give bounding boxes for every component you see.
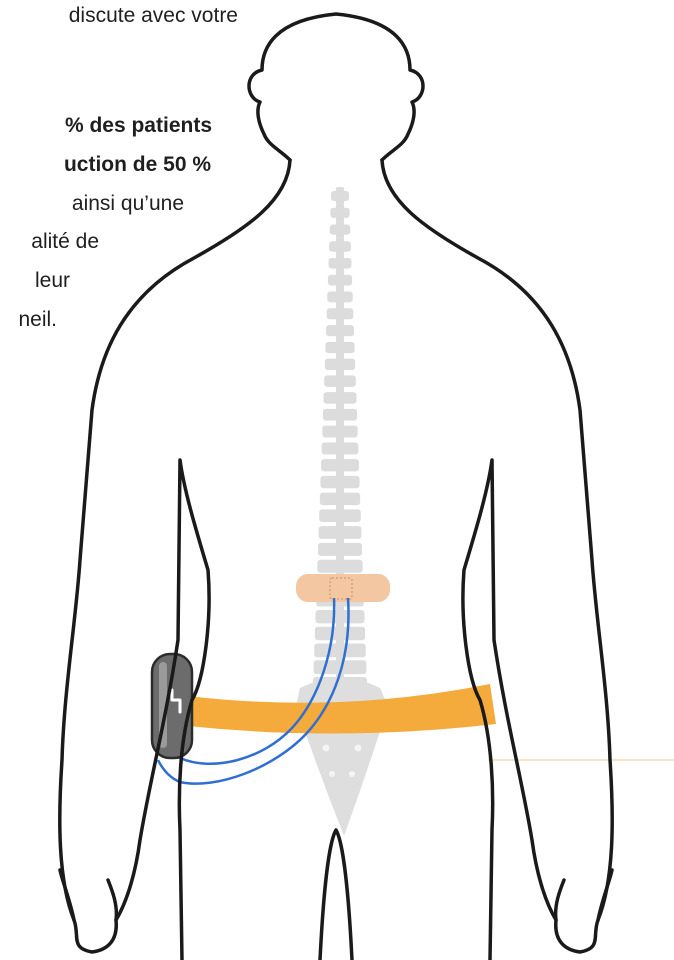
vertebra-process — [336, 371, 344, 391]
vertebra-process — [336, 288, 344, 307]
vertebra-process — [336, 338, 344, 357]
vertebra-process — [336, 237, 344, 255]
vertebra-process — [336, 304, 344, 323]
vertebra-process — [336, 355, 344, 374]
stimulation-pad — [296, 574, 390, 602]
vertebra-process — [336, 388, 344, 408]
spine — [313, 187, 367, 695]
vertebra-process — [336, 254, 344, 273]
vertebra-process — [336, 187, 344, 205]
vertebra-process — [336, 204, 344, 222]
vertebra-process — [336, 221, 344, 239]
vertebra-process — [336, 321, 344, 340]
vertebra-process — [336, 271, 344, 290]
